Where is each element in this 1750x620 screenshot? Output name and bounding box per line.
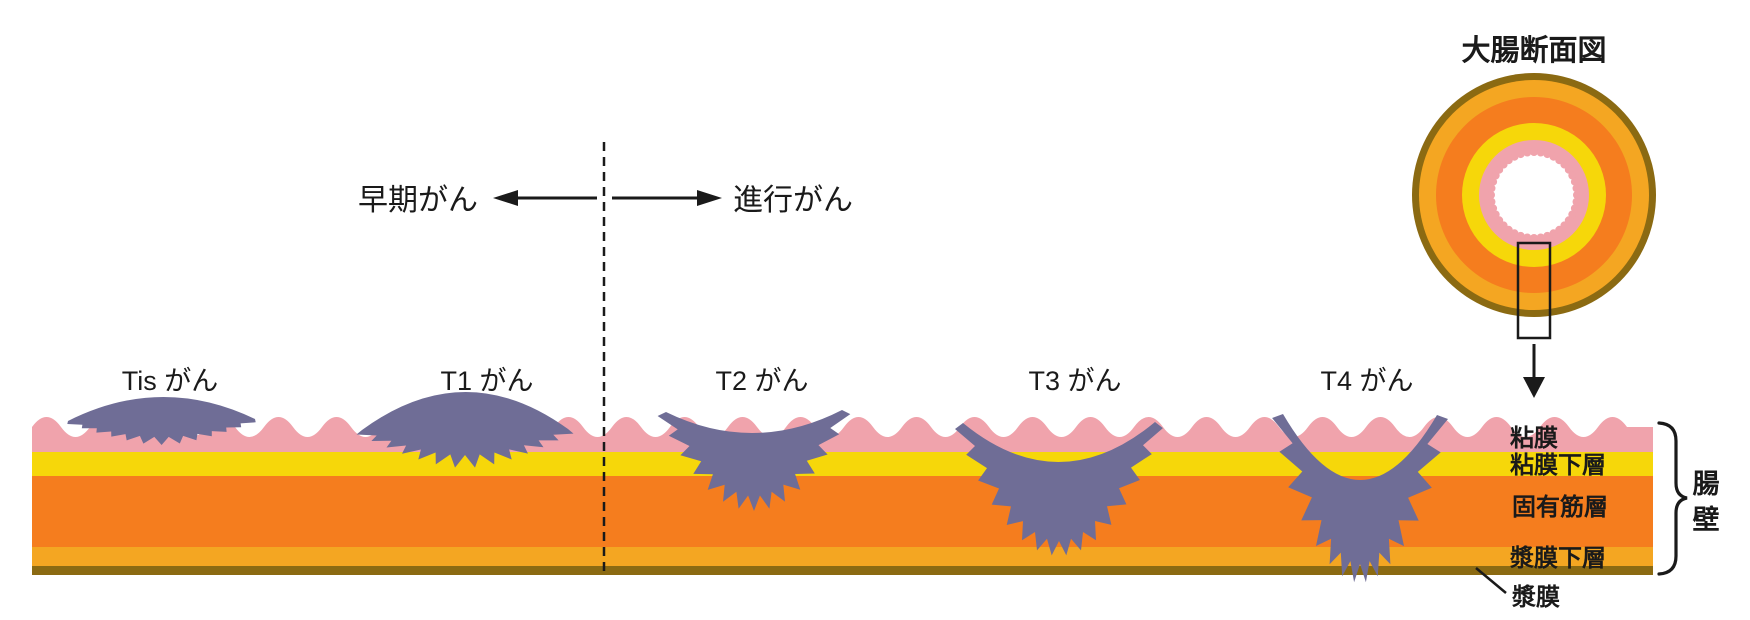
cross-section-mucosa-scallop bbox=[1495, 216, 1504, 225]
layer-label-muscularis: 固有筋層 bbox=[1512, 493, 1608, 521]
cancer-shape-tis bbox=[67, 396, 256, 445]
cross-section-mucosa-scallop bbox=[1516, 231, 1525, 240]
advanced-cancer-arrow bbox=[612, 190, 722, 206]
stage-label-t4: T4 がん bbox=[1320, 366, 1413, 396]
cross-section-lumen bbox=[1491, 152, 1577, 238]
cross-section-mucosa-scallop bbox=[1510, 229, 1519, 238]
cross-section-mucosa-scallop bbox=[1543, 231, 1552, 240]
early-cancer-arrow bbox=[493, 190, 597, 206]
cross-section-mucosa-scallop bbox=[1530, 148, 1538, 156]
cross-section-mucosa-scallop bbox=[1516, 150, 1525, 159]
cross-section-mucosa-scallop bbox=[1536, 233, 1545, 242]
cross-section-mucosa-scallop bbox=[1570, 177, 1579, 186]
cross-section-mucosa-scallop bbox=[1504, 156, 1513, 165]
cross-section-mucosa-scallop bbox=[1489, 204, 1498, 213]
wall-layer-submucosa bbox=[32, 452, 1653, 476]
bowel-wall-label-char-2: 壁 bbox=[1693, 505, 1720, 535]
layer-label-submucosa: 粘膜下層 bbox=[1510, 452, 1606, 479]
arrow-left-icon bbox=[493, 190, 518, 206]
cross-section-mucosa-scallop bbox=[1568, 171, 1577, 180]
cross-section-mucosa-scallop bbox=[1491, 210, 1500, 219]
cross-section-mucosa-scallop bbox=[1523, 148, 1532, 157]
cross-section-pointer-arrow bbox=[1523, 344, 1545, 398]
cancer-shape-t3 bbox=[955, 422, 1163, 556]
layer-label-mucosa: 粘膜 bbox=[1510, 425, 1558, 452]
serosa-pointer-line bbox=[1475, 567, 1507, 594]
cross-section-mucosa-scallop bbox=[1549, 229, 1558, 238]
stage-label-t1: T1 がん bbox=[440, 366, 533, 396]
cross-section-mucosa-scallop bbox=[1572, 184, 1581, 193]
wall-layer-mucosa bbox=[32, 417, 1653, 452]
cross-section-mucosa-scallop bbox=[1570, 204, 1579, 213]
arrow-right-icon bbox=[697, 190, 722, 206]
cancer-shapes bbox=[67, 391, 1448, 583]
cross-section-mucosa-scallop bbox=[1543, 150, 1552, 159]
stage-label-tis: Tis がん bbox=[122, 366, 219, 396]
bowel-wall-brace bbox=[1657, 421, 1688, 576]
cross-section-mucosa-scallop bbox=[1487, 184, 1496, 193]
cross-section-mucosa-scallop bbox=[1487, 191, 1495, 199]
cross-section-mucosa-scallop bbox=[1530, 234, 1538, 242]
layer-label-subserosa: 漿膜下層 bbox=[1509, 545, 1606, 572]
arrow-down-icon bbox=[1523, 377, 1545, 398]
cross-section-viewport-box bbox=[1516, 241, 1552, 340]
stage-label-t2: T2 がん bbox=[715, 366, 808, 396]
cross-section-mucosa-scallop bbox=[1555, 225, 1564, 234]
stage-label-t3: T3 がん bbox=[1028, 366, 1121, 396]
cross-section-mucosa-scallop bbox=[1573, 191, 1581, 199]
cancer-shape-t1 bbox=[356, 391, 574, 468]
cross-section-mucosa-scallop bbox=[1523, 233, 1532, 242]
cross-section-mucosa-scallop bbox=[1549, 152, 1558, 161]
colon-cross-section bbox=[1412, 73, 1656, 317]
wall-layer-subserosa bbox=[32, 547, 1653, 566]
cross-section-mucosa-scallop bbox=[1568, 210, 1577, 219]
cross-section-mucosa-scallop bbox=[1572, 197, 1581, 206]
early-cancer-label: 早期がん bbox=[358, 184, 478, 217]
cross-section-mucosa-scallop bbox=[1491, 171, 1500, 180]
advanced-cancer-label: 進行がん bbox=[733, 184, 853, 217]
wall-layer-serosa bbox=[32, 566, 1653, 575]
cancer-shape-t2 bbox=[657, 410, 851, 511]
cancer-shape-t4 bbox=[1272, 414, 1448, 583]
bowel-wall-label-char-1: 腸 bbox=[1693, 469, 1720, 499]
cross-section-mucosa-scallop bbox=[1536, 148, 1545, 157]
cross-section-mucosa-scallop bbox=[1564, 165, 1573, 174]
cross-section-mucosa-scallop bbox=[1510, 152, 1519, 161]
cross-section-title: 大腸断面図 bbox=[1461, 34, 1606, 67]
cross-section-mucosa-scallop bbox=[1487, 197, 1496, 206]
layer-label-serosa: 漿膜 bbox=[1511, 584, 1560, 611]
cross-section-mucosa-scallop bbox=[1489, 177, 1498, 186]
